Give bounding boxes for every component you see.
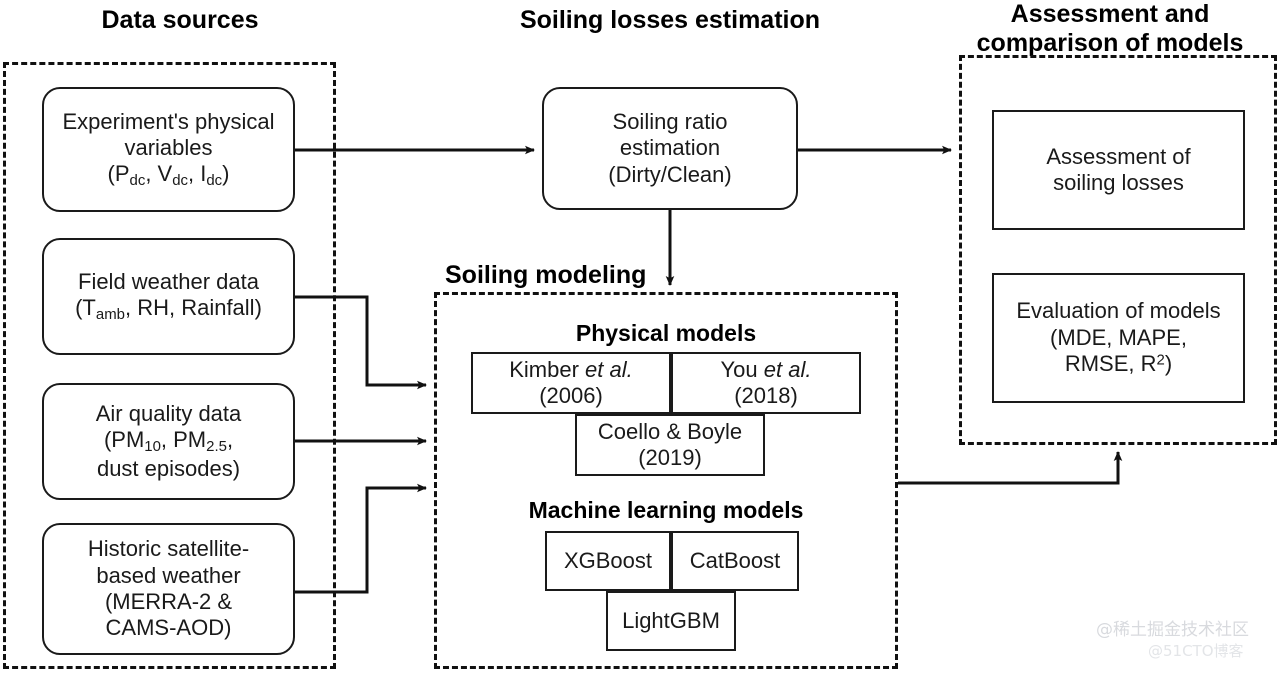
field-weather-line1: Field weather data [78,268,259,294]
zone-soiling-modeling [434,292,898,669]
experiment-line3: (Pdc, Vdc, Idc) [107,161,230,190]
kimber-line2: (2006) [539,383,603,408]
box-assessment-of-soiling-losses[interactable]: Assessment of soiling losses [992,110,1245,230]
historic-line4: CAMS-AOD) [105,615,232,641]
air-quality-line2: (PM10, PM2.5, [103,426,234,456]
evaluation-line2: (MDE, MAPE, [1050,324,1187,350]
kimber-line1: Kimber et al. [509,356,633,382]
catboost-label: CatBoost [689,547,781,573]
historic-line3: (MERRA-2 & [104,589,233,614]
section-title-assessment: Assessment and comparison of models [976,0,1244,57]
soiling-ratio-line1: Soiling ratio [612,108,728,134]
assessment-losses-line2: soiling losses [1053,170,1184,195]
section-title-soiling-losses: Soiling losses estimation [519,6,821,34]
evaluation-line3: RMSE, R2) [1064,351,1173,377]
evaluation-line1: Evaluation of models [1016,298,1221,324]
coello-line1: Coello & Boyle [597,418,743,444]
air-quality-line1: Air quality data [95,400,242,426]
label-machine-learning-models: Machine learning models [528,497,804,523]
soiling-ratio-line3: (Dirty/Clean) [608,161,732,187]
lightgbm-label: LightGBM [622,607,720,633]
box-coello-boyle[interactable]: Coello & Boyle (2019) [575,414,765,476]
experiment-line2: variables [124,134,213,160]
section-title-data-sources: Data sources [101,6,259,34]
label-soiling-modeling: Soiling modeling [445,261,647,289]
watermark-primary: @稀土掘金技术社区 [1096,620,1249,640]
label-physical-models: Physical models [575,320,757,346]
box-you-et-al[interactable]: You et al. (2018) [671,352,861,414]
soiling-ratio-line2: estimation [619,135,721,161]
box-historic-satellite-weather[interactable]: Historic satellite- based weather (MERRA… [42,523,295,655]
watermark-secondary: @51CTO博客 [1148,642,1244,660]
box-lightgbm[interactable]: LightGBM [606,591,736,651]
box-experiment-physical-variables[interactable]: Experiment's physical variables (Pdc, Vd… [42,87,295,212]
box-soiling-ratio-estimation[interactable]: Soiling ratio estimation (Dirty/Clean) [542,87,798,210]
xgboost-label: XGBoost [563,547,653,573]
you-line1: You et al. [720,356,812,382]
you-line2: (2018) [734,383,798,408]
wire-modeling-to-assessment [898,451,1123,485]
field-weather-line2: (Tamb, RH, Rainfall) [75,295,262,324]
experiment-line1: Experiment's physical [62,108,275,134]
historic-line1: Historic satellite- [87,536,250,562]
zone-assessment [959,55,1277,445]
assessment-losses-line1: Assessment of [1046,143,1191,169]
box-air-quality-data[interactable]: Air quality data (PM10, PM2.5, dust epis… [42,383,295,500]
box-kimber-et-al[interactable]: Kimber et al. (2006) [471,352,671,414]
box-evaluation-of-models[interactable]: Evaluation of models (MDE, MAPE, RMSE, R… [992,273,1245,403]
air-quality-line3: dust episodes) [96,456,241,482]
coello-line2: (2019) [638,445,702,470]
box-catboost[interactable]: CatBoost [671,531,799,591]
historic-line2: based weather [96,562,241,588]
box-field-weather-data[interactable]: Field weather data (Tamb, RH, Rainfall) [42,238,295,355]
box-xgboost[interactable]: XGBoost [545,531,671,591]
